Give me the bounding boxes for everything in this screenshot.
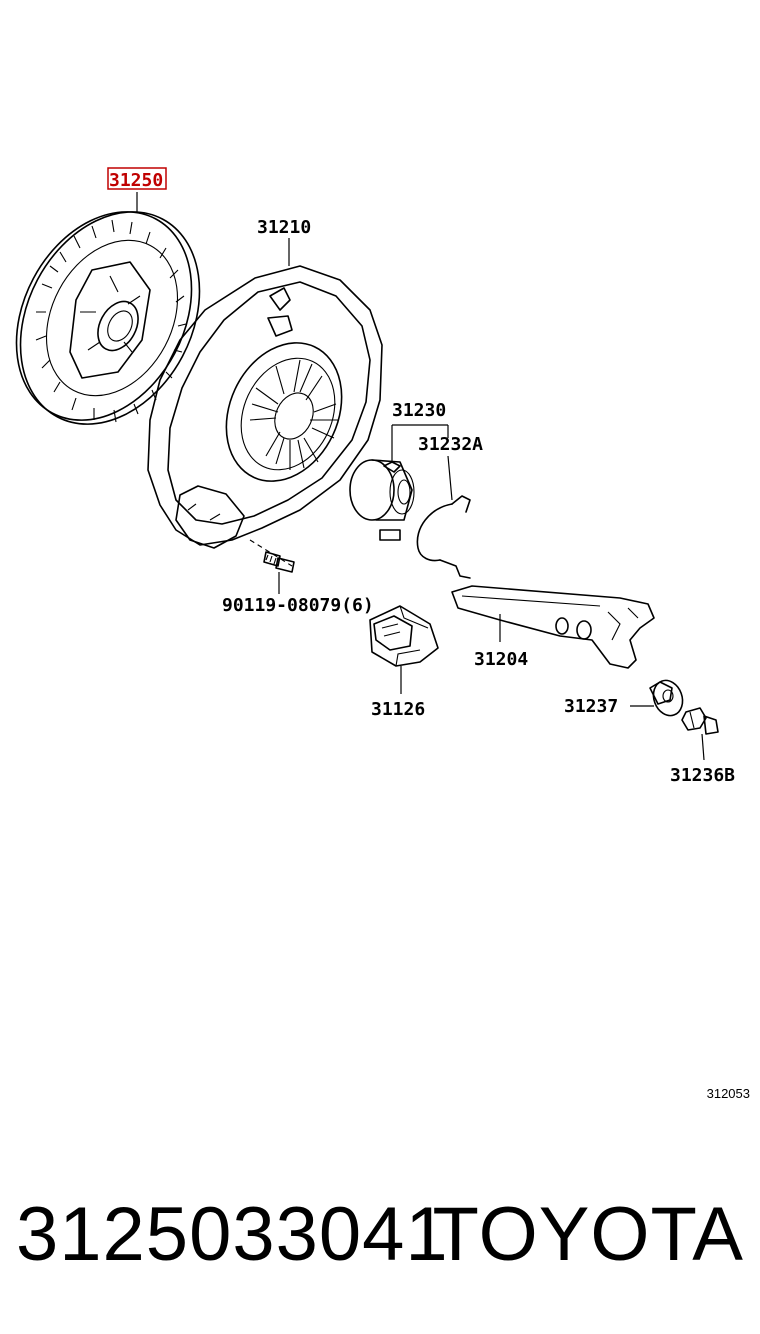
- label-31232A[interactable]: 31232A: [418, 434, 483, 455]
- label-90119-08079[interactable]: 90119-08079(6): [222, 595, 374, 616]
- label-31126[interactable]: 31126: [371, 699, 425, 720]
- label-31250[interactable]: 31250: [109, 170, 163, 191]
- release-fork-drawing[interactable]: [451, 585, 655, 669]
- release-bearing-drawing[interactable]: [349, 424, 449, 541]
- fork-boot-drawing[interactable]: [369, 605, 439, 694]
- bearing-clip-drawing[interactable]: [416, 455, 471, 579]
- label-31230[interactable]: 31230: [392, 400, 446, 421]
- clutch-cover-drawing[interactable]: [147, 238, 383, 567]
- highlight-box: [107, 167, 167, 190]
- label-31210[interactable]: 31210: [257, 217, 311, 238]
- label-31237[interactable]: 31237: [564, 696, 618, 717]
- pivot-stud-drawing[interactable]: [681, 707, 719, 761]
- parts-diagram: 31250 31210 31230 31232A 90119-08079(6) …: [0, 167, 735, 786]
- label-31236B[interactable]: 31236B: [670, 765, 735, 786]
- bolt-drawing[interactable]: [263, 551, 295, 594]
- part-number: 3125033041: [16, 1192, 449, 1277]
- footer: 3125033041 TOYOTA: [0, 1185, 760, 1285]
- clutch-disc-drawing[interactable]: [0, 181, 235, 456]
- figure-code: 312053: [706, 1086, 750, 1101]
- brand-name: TOYOTA: [432, 1192, 744, 1277]
- label-31204[interactable]: 31204: [474, 649, 528, 670]
- fork-support-clip-drawing[interactable]: [630, 676, 687, 719]
